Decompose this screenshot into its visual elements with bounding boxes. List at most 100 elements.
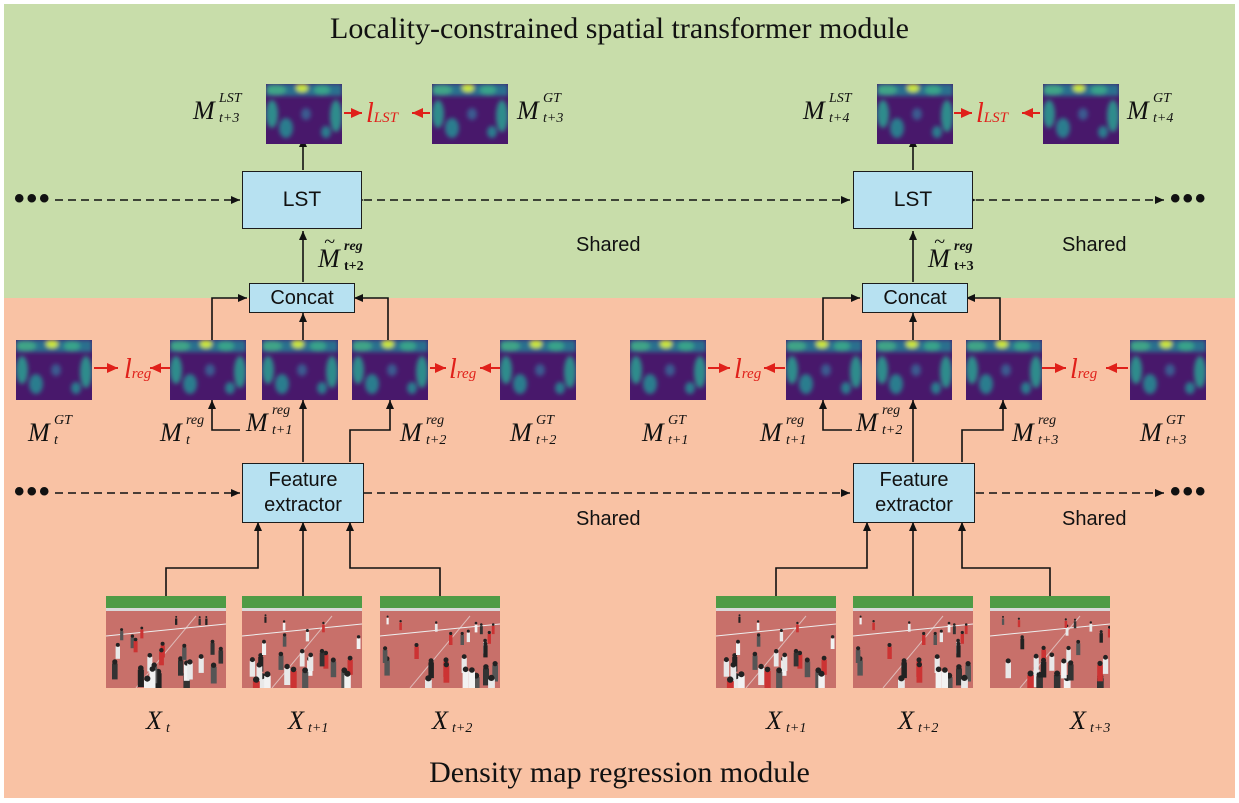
loss-lst-left-base: l xyxy=(366,98,374,129)
label-input-left-3-base: X xyxy=(432,706,448,735)
loss-reg-left-2-base: l xyxy=(449,354,457,385)
label-map-right-4-sup: reg xyxy=(1038,413,1057,428)
label-map-right-5-sub: t+3 xyxy=(1166,433,1187,448)
loss-reg-left-1-base: l xyxy=(124,354,132,385)
gt-map-left-2 xyxy=(500,340,576,400)
label-m-gt-top-left-sub: t+3 xyxy=(543,111,564,126)
gt-map-right-2 xyxy=(1130,340,1206,400)
loss-reg-right-2: lreg xyxy=(1070,356,1097,384)
shared-label-lst-right: Shared xyxy=(1062,234,1127,256)
label-map-right-5-base: M xyxy=(1140,418,1162,447)
label-map-left-3-sup: reg xyxy=(272,403,291,418)
label-map-right-2-sub: t+1 xyxy=(786,433,807,448)
loss-reg-left-1: lreg xyxy=(124,356,151,384)
label-m-lst-left-base: M xyxy=(193,96,215,125)
label-input-left-2-sub: t+1 xyxy=(308,721,329,736)
loss-reg-right-2-sub: reg xyxy=(1077,366,1098,382)
reg-map-right-1 xyxy=(786,340,862,400)
loss-reg-right-2-base: l xyxy=(1070,354,1078,385)
label-m-gt-top-right-sup: GT xyxy=(1153,91,1171,106)
label-map-right-1-sub: t+1 xyxy=(668,433,689,448)
lst-pred-right xyxy=(877,84,953,144)
input-frame-right-3 xyxy=(990,596,1110,688)
loss-lst-right-sub: LST xyxy=(983,110,1008,126)
label-map-left-3-base: M xyxy=(246,408,268,437)
label-m-concat-right-sub: t+3 xyxy=(954,259,974,274)
label-map-left-4-sup: reg xyxy=(426,413,445,428)
loss-reg-right-1-sub: reg xyxy=(741,366,762,382)
reg-map-left-1 xyxy=(170,340,246,400)
label-map-left-4-sub: t+2 xyxy=(426,433,447,448)
label-m-concat-right-sup: reg xyxy=(954,239,973,254)
label-m-gt-top-right-sub: t+4 xyxy=(1153,111,1174,126)
label-input-right-2-sub: t+2 xyxy=(918,721,939,736)
label-map-left-2-base: M xyxy=(160,418,182,447)
loss-reg-left-2: lreg xyxy=(449,356,476,384)
label-map-left-5-sub: t+2 xyxy=(536,433,557,448)
ellipsis-right-top: ••• xyxy=(1170,182,1208,215)
label-map-left-5-base: M xyxy=(510,418,532,447)
input-frame-right-1 xyxy=(716,596,836,688)
ellipsis-left-bottom: ••• xyxy=(14,475,52,508)
label-map-left-1-base: M xyxy=(28,418,50,447)
label-m-concat-right-tilde: ~ xyxy=(934,231,945,253)
feature-extractor-label-1: Feature xyxy=(879,469,949,491)
gt-map-left-1 xyxy=(16,340,92,400)
label-map-left-5-sup: GT xyxy=(536,413,554,428)
label-m-gt-top-right: M GT t+4 xyxy=(1127,92,1173,126)
feature-extractor-label-2: extractor xyxy=(875,494,953,516)
label-map-right-3-sub: t+2 xyxy=(882,423,903,438)
label-map-right-5-sup: GT xyxy=(1166,413,1184,428)
label-map-left-2-sub: t xyxy=(186,433,190,448)
lst-gt-left xyxy=(432,84,508,144)
loss-reg-left-1-sub: reg xyxy=(131,366,152,382)
label-m-lst-right-sup: LST xyxy=(829,91,852,106)
label-m-gt-top-left-sup: GT xyxy=(543,91,561,106)
input-frame-left-3 xyxy=(380,596,500,688)
reg-map-left-3 xyxy=(352,340,428,400)
label-map-right-2-base: M xyxy=(760,418,782,447)
shared-label-fe-right: Shared xyxy=(1062,508,1127,530)
feature-extractor-right: Feature extractor xyxy=(853,463,975,523)
lst-module-title: Locality-constrained spatial transformer… xyxy=(330,12,909,45)
ellipsis-right-bottom: ••• xyxy=(1170,475,1208,508)
label-map-left-2-sup: reg xyxy=(186,413,205,428)
lst-module-panel xyxy=(4,4,1235,298)
label-map-right-1-base: M xyxy=(642,418,664,447)
density-module-title: Density map regression module xyxy=(429,756,810,789)
reg-map-right-3 xyxy=(966,340,1042,400)
loss-lst-left: lLST xyxy=(366,100,398,128)
label-m-gt-top-right-base: M xyxy=(1127,96,1149,125)
label-m-concat-right-base: M xyxy=(928,244,950,273)
label-m-lst-left-sup: LST xyxy=(219,91,242,106)
lst-block-left: LST xyxy=(242,171,362,229)
concat-block-right: Concat xyxy=(862,283,968,313)
label-m-lst-right-sub: t+4 xyxy=(829,111,850,126)
shared-label-fe: Shared xyxy=(576,508,641,530)
label-m-gt-top-left-base: M xyxy=(517,96,539,125)
reg-map-right-2 xyxy=(876,340,952,400)
label-input-right-3-sub: t+3 xyxy=(1090,721,1111,736)
label-map-left-1-sup: GT xyxy=(54,413,72,428)
label-map-right-4-sub: t+3 xyxy=(1038,433,1059,448)
label-map-right-1-sup: GT xyxy=(668,413,686,428)
reg-map-left-2 xyxy=(262,340,338,400)
lst-pred-left xyxy=(266,84,342,144)
label-input-right-1-sub: t+1 xyxy=(786,721,807,736)
label-m-lst-right-base: M xyxy=(803,96,825,125)
label-m-gt-top-left: M GT t+3 xyxy=(517,92,563,126)
